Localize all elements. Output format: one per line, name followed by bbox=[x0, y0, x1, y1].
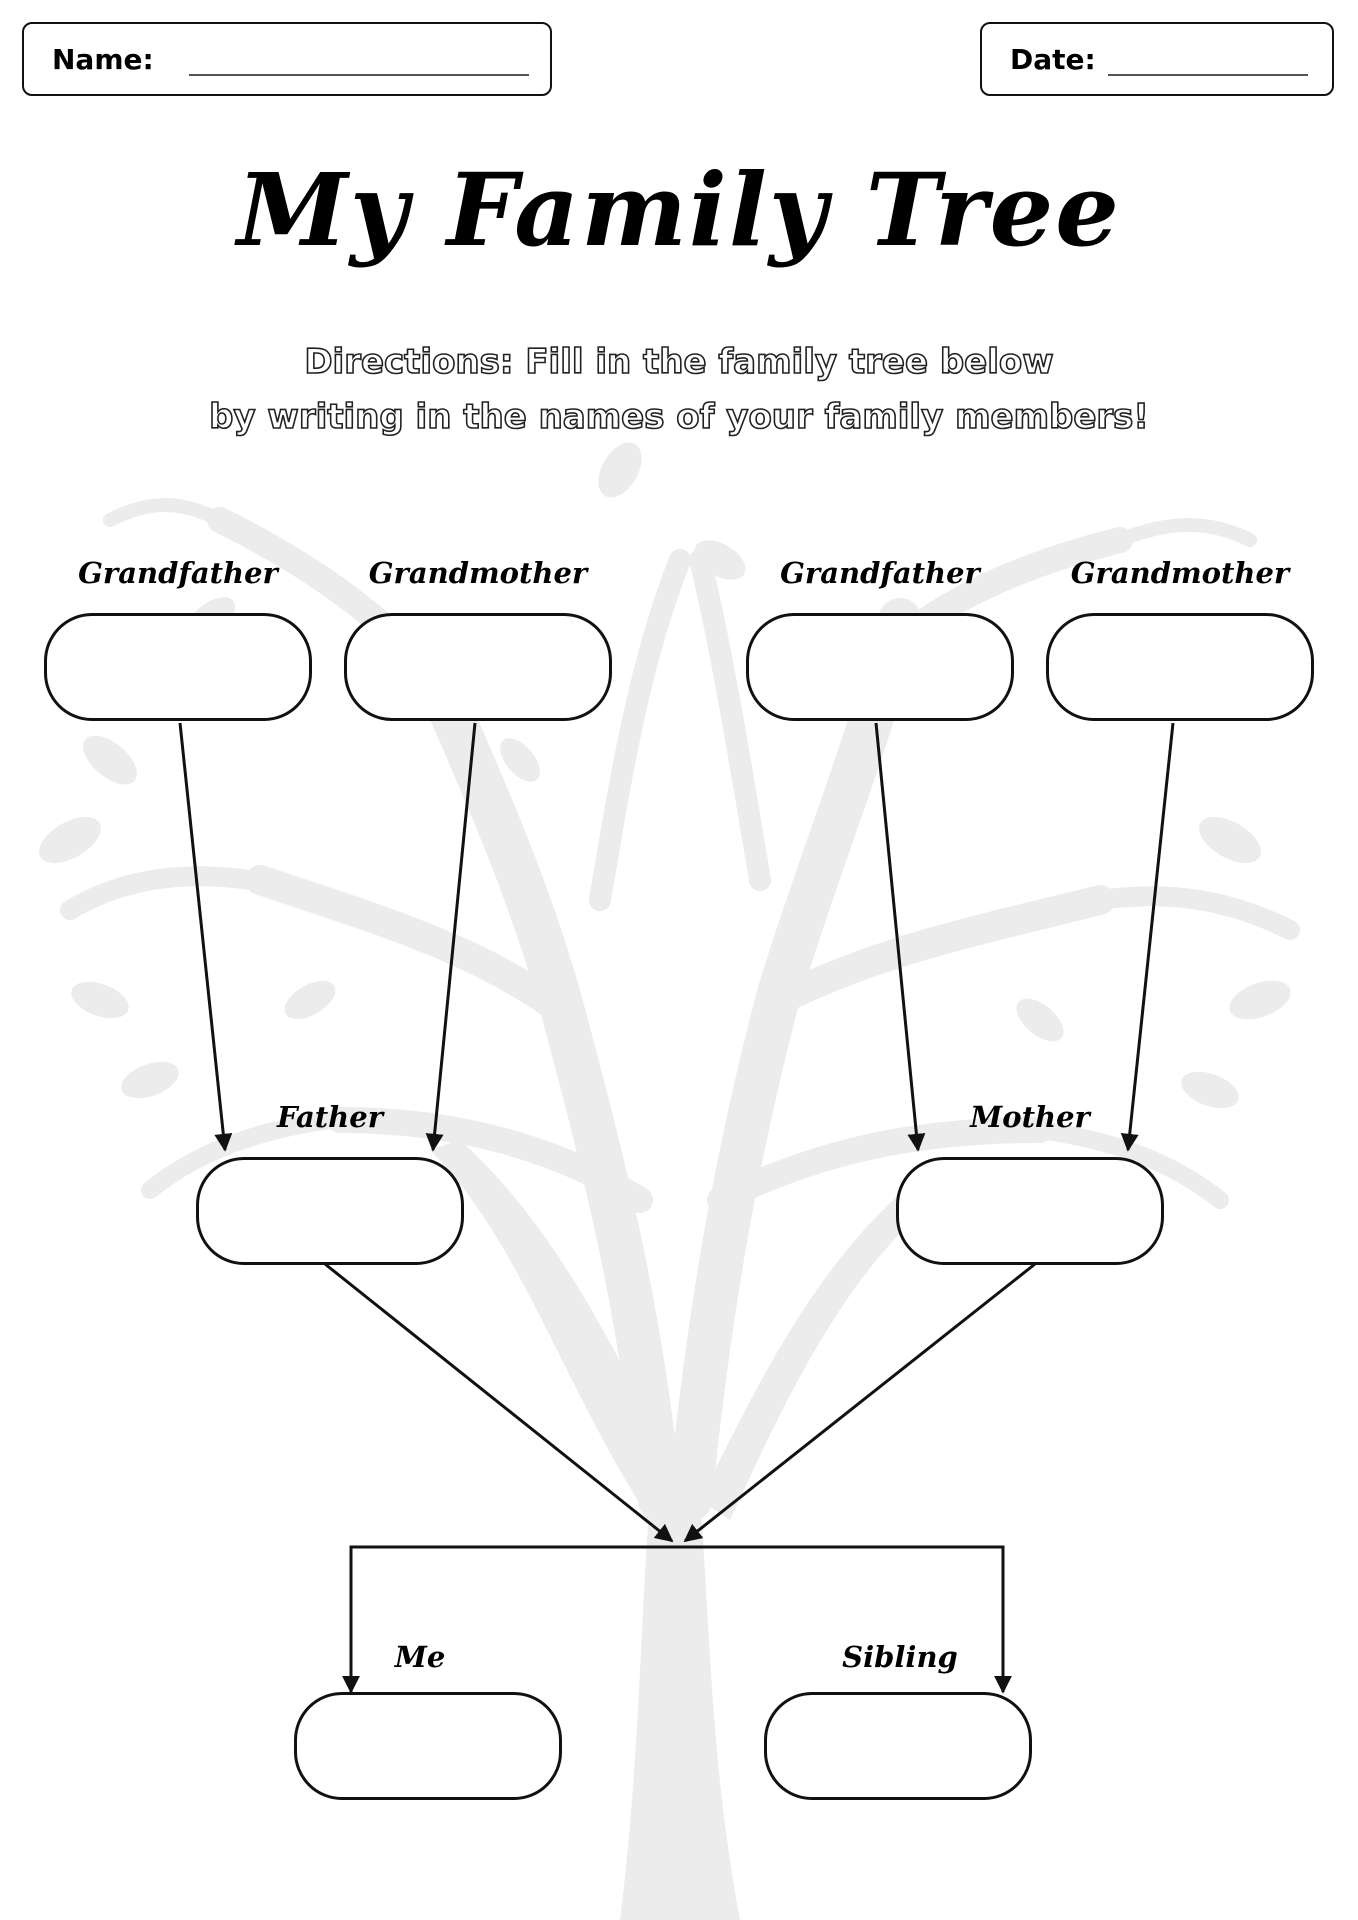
name-label: Name: bbox=[52, 42, 154, 76]
label-paternal-grandfather: Grandfather bbox=[78, 556, 278, 590]
label-sibling: Sibling bbox=[842, 1640, 958, 1674]
label-father: Father bbox=[276, 1100, 383, 1134]
page-title: My Family Tree bbox=[237, 151, 1121, 269]
date-field[interactable]: Date: bbox=[980, 22, 1334, 96]
name-line bbox=[189, 74, 529, 76]
label-maternal-grandmother: Grandmother bbox=[1070, 556, 1290, 590]
date-label: Date: bbox=[1010, 42, 1096, 76]
box-me[interactable] bbox=[294, 1692, 562, 1800]
name-field[interactable]: Name: bbox=[22, 22, 552, 96]
box-maternal-grandfather[interactable] bbox=[746, 613, 1014, 721]
box-father[interactable] bbox=[196, 1157, 464, 1265]
label-maternal-grandfather: Grandfather bbox=[780, 556, 980, 590]
box-sibling[interactable] bbox=[764, 1692, 1032, 1800]
directions-line-2: by writing in the names of your family m… bbox=[208, 397, 1149, 437]
label-paternal-grandmother: Grandmother bbox=[368, 556, 588, 590]
box-paternal-grandmother[interactable] bbox=[344, 613, 612, 721]
box-maternal-grandmother[interactable] bbox=[1046, 613, 1314, 721]
box-mother[interactable] bbox=[896, 1157, 1164, 1265]
label-mother: Mother bbox=[970, 1100, 1090, 1134]
directions-line-1: Directions: Fill in the family tree belo… bbox=[304, 342, 1055, 382]
box-paternal-grandfather[interactable] bbox=[44, 613, 312, 721]
date-line bbox=[1108, 74, 1308, 76]
label-me: Me bbox=[394, 1640, 446, 1674]
